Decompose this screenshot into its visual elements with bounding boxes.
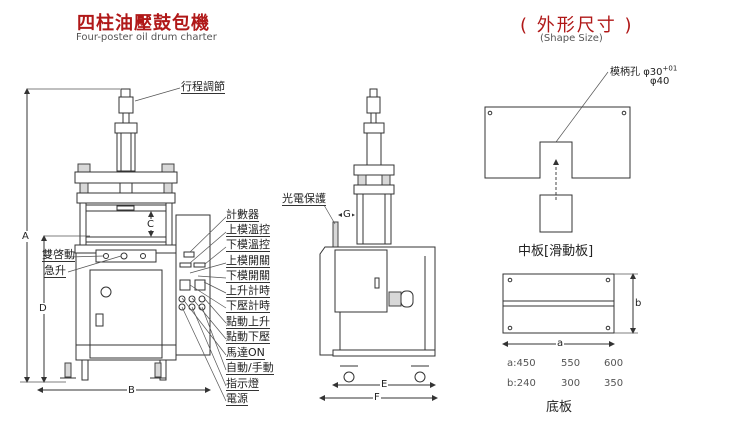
title-zh: 四柱油壓鼓包機 — [77, 13, 210, 34]
size-value: 450 — [516, 358, 536, 369]
side-view — [319, 88, 438, 401]
row-label: a: — [507, 358, 517, 369]
control-label: 下壓計時 — [226, 299, 270, 313]
size-value: 300 — [561, 378, 581, 389]
hole-tolerance: +01 — [662, 64, 678, 73]
dim-b-small: b — [634, 298, 643, 309]
control-label: 下模溫控 — [226, 238, 270, 252]
row-label: b: — [507, 378, 517, 389]
control-label: 電源 — [226, 392, 248, 406]
dim-b: B — [127, 385, 136, 396]
dim-d: D — [38, 303, 48, 314]
size-value: 240 — [516, 378, 536, 389]
dim-g: G — [342, 209, 352, 220]
hole-label: 模柄孔 — [610, 67, 640, 78]
middle-plate-drawing — [484, 71, 631, 233]
size-value: 600 — [604, 358, 624, 369]
hole-diameter-1: φ30 — [643, 67, 663, 78]
control-label: 指示燈 — [226, 377, 259, 391]
stroke-adjust-label: 行程調節 — [181, 80, 225, 94]
title-en: Four-poster oil drum charter — [76, 32, 217, 43]
size-row-a: a:450 — [507, 358, 536, 369]
shape-title-en: (Shape Size) — [540, 33, 603, 44]
dim-a: A — [21, 231, 30, 242]
quick-rise-label: 急升 — [44, 264, 66, 278]
base-plate-drawing — [502, 273, 638, 347]
base-plate-caption: 底板 — [546, 400, 573, 415]
control-label: 上升計時 — [226, 284, 270, 298]
shape-title-zh: ( 外形尺寸 ) — [520, 15, 634, 36]
hole-diameter-2: φ40 — [650, 76, 670, 87]
size-value: 350 — [604, 378, 624, 389]
control-label: 點動上升 — [226, 315, 270, 329]
control-label: 點動下壓 — [226, 330, 270, 344]
control-label: 計數器 — [226, 208, 259, 222]
dual-start-label: 雙啓動 — [42, 248, 75, 262]
control-label: 上模開關 — [226, 254, 270, 268]
mold-handle-hole-label: 模柄孔 φ30+01 — [610, 63, 677, 78]
front-view — [20, 87, 227, 402]
control-label: 上模溫控 — [226, 223, 270, 237]
size-row-b: b:240 — [507, 378, 536, 389]
control-label: 下模開關 — [226, 269, 270, 283]
dim-f: F — [373, 392, 381, 403]
control-label: 馬達ON — [226, 346, 265, 360]
dim-a-small: a — [556, 338, 565, 349]
photoelectric-guard-label: 光電保護 — [282, 192, 326, 206]
control-label: 自動/手動 — [226, 361, 274, 375]
size-value: 550 — [561, 358, 581, 369]
dim-c: C — [146, 219, 155, 230]
dim-e: E — [380, 379, 389, 390]
middle-plate-caption: 中板[滑動板] — [518, 244, 594, 259]
